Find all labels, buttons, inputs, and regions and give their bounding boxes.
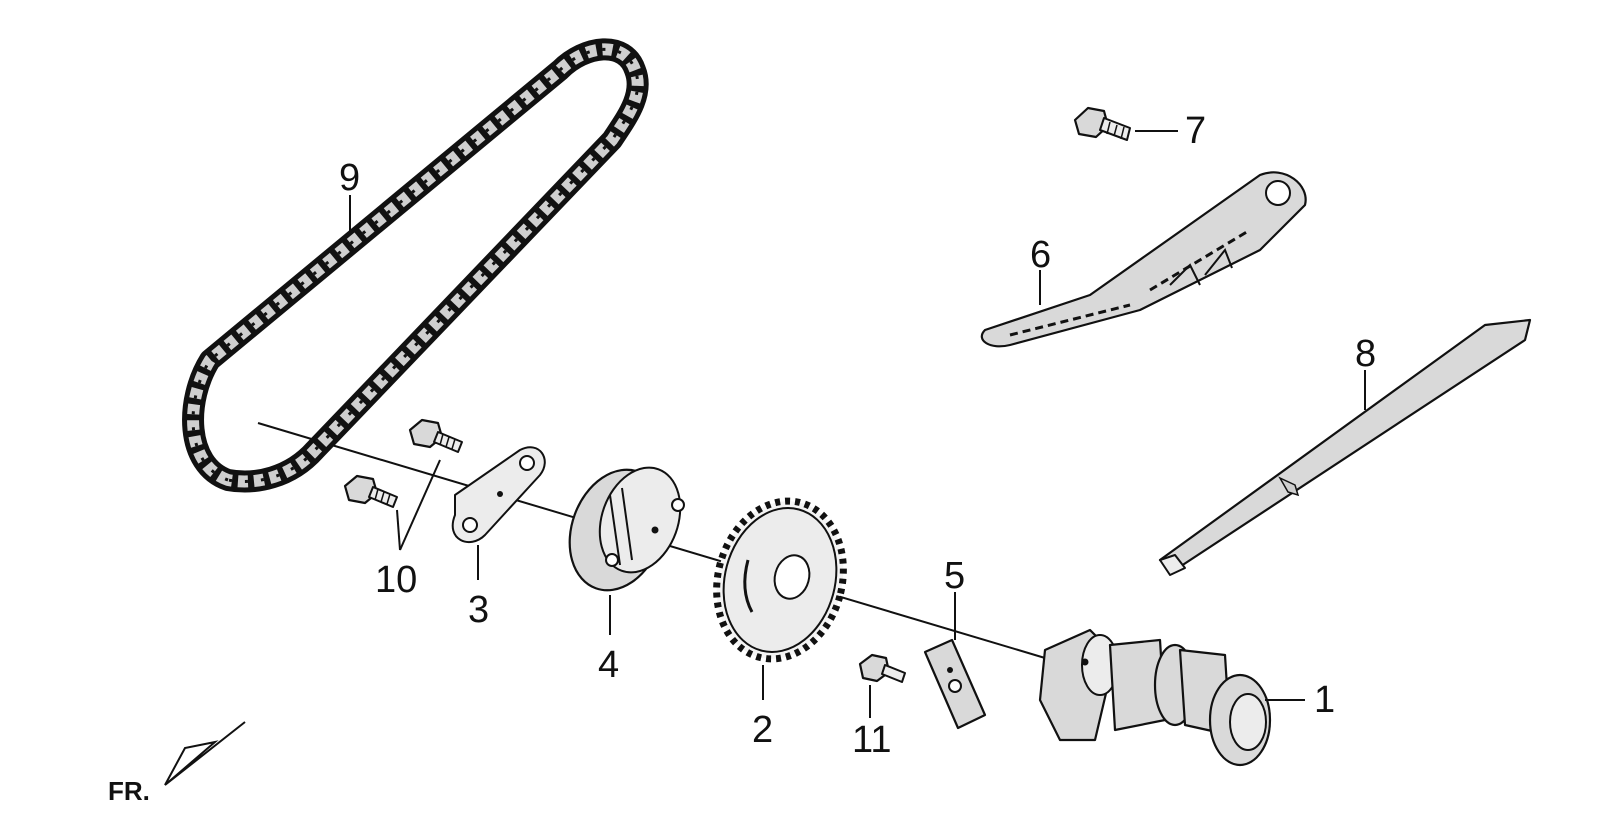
leader-line-10a xyxy=(399,459,441,551)
bolt-lower xyxy=(343,474,398,508)
callout-7: 7 xyxy=(1185,110,1206,152)
front-direction-label: FR. xyxy=(108,776,150,806)
bolt-small xyxy=(858,653,906,683)
decompressor-plate xyxy=(923,638,987,730)
callout-1: 1 xyxy=(1314,679,1335,721)
tensioner-guide xyxy=(980,171,1307,348)
front-direction-arrow xyxy=(164,721,246,786)
bolt-upper xyxy=(408,418,463,453)
retainer-plate xyxy=(451,446,546,544)
callout-10: 10 xyxy=(375,559,417,601)
callout-9: 9 xyxy=(339,157,360,199)
callout-5: 5 xyxy=(944,555,965,597)
callout-2: 2 xyxy=(752,709,773,751)
camshaft xyxy=(1038,628,1272,767)
callout-3: 3 xyxy=(468,589,489,631)
callout-11: 11 xyxy=(852,719,891,761)
chain-guide xyxy=(1158,318,1532,576)
callout-4: 4 xyxy=(598,644,619,686)
callout-6: 6 xyxy=(1030,234,1051,276)
callout-8: 8 xyxy=(1355,333,1376,375)
bolt-pivot xyxy=(1073,106,1131,141)
leader-line-10b xyxy=(396,509,401,551)
cam-sprocket xyxy=(713,497,847,663)
timing-chain xyxy=(182,38,649,493)
sprocket-hub xyxy=(568,466,685,592)
